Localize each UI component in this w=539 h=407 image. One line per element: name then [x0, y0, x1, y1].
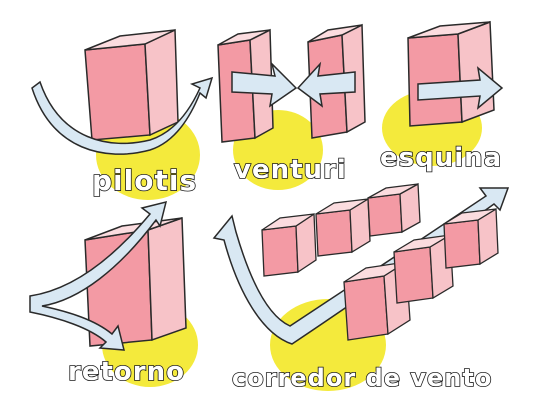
- corredor-cube-5: [393, 233, 454, 304]
- retorno-block-side: [147, 216, 187, 342]
- pilotis-label: pilotis: [92, 164, 197, 197]
- venturi-illustration: venturi: [217, 23, 366, 190]
- esquina-block-top: [407, 21, 491, 39]
- pilotis-illustration: pilotis: [31, 28, 214, 200]
- corredor-cube-3: [367, 182, 421, 237]
- esquina-wind-arrow: [417, 66, 504, 110]
- corredor-cube-6: [443, 207, 499, 269]
- pilotis-block-front: [84, 43, 151, 141]
- venturi-label: venturi: [234, 155, 347, 185]
- esquina-label: esquina: [380, 143, 502, 173]
- esquina-illustration: esquina: [379, 20, 504, 174]
- pilotis-block-side: [144, 28, 179, 137]
- retorno-label: retorno: [68, 357, 185, 387]
- esquina-block-front: [407, 33, 463, 127]
- corredor-cube-1: [261, 212, 317, 277]
- venturi-left-arrow: [231, 61, 298, 108]
- esquina-block-side: [457, 20, 495, 124]
- pilotis-wind-arrow: [31, 76, 214, 155]
- venturi-right-arrow: [296, 61, 356, 108]
- retorno-illustration: retorno: [29, 200, 198, 388]
- venturi-right-block-top: [307, 24, 363, 43]
- corredor-wind-arrow: [212, 187, 510, 345]
- corredor-cube-2: [315, 197, 371, 257]
- corredor-illustration: corredor de vento: [212, 182, 510, 393]
- retorno-wind-arrow: [29, 200, 168, 351]
- corredor-label: corredor de vento: [232, 364, 492, 392]
- pilotis-block-top: [84, 29, 176, 51]
- venturi-left-block-top: [217, 29, 271, 46]
